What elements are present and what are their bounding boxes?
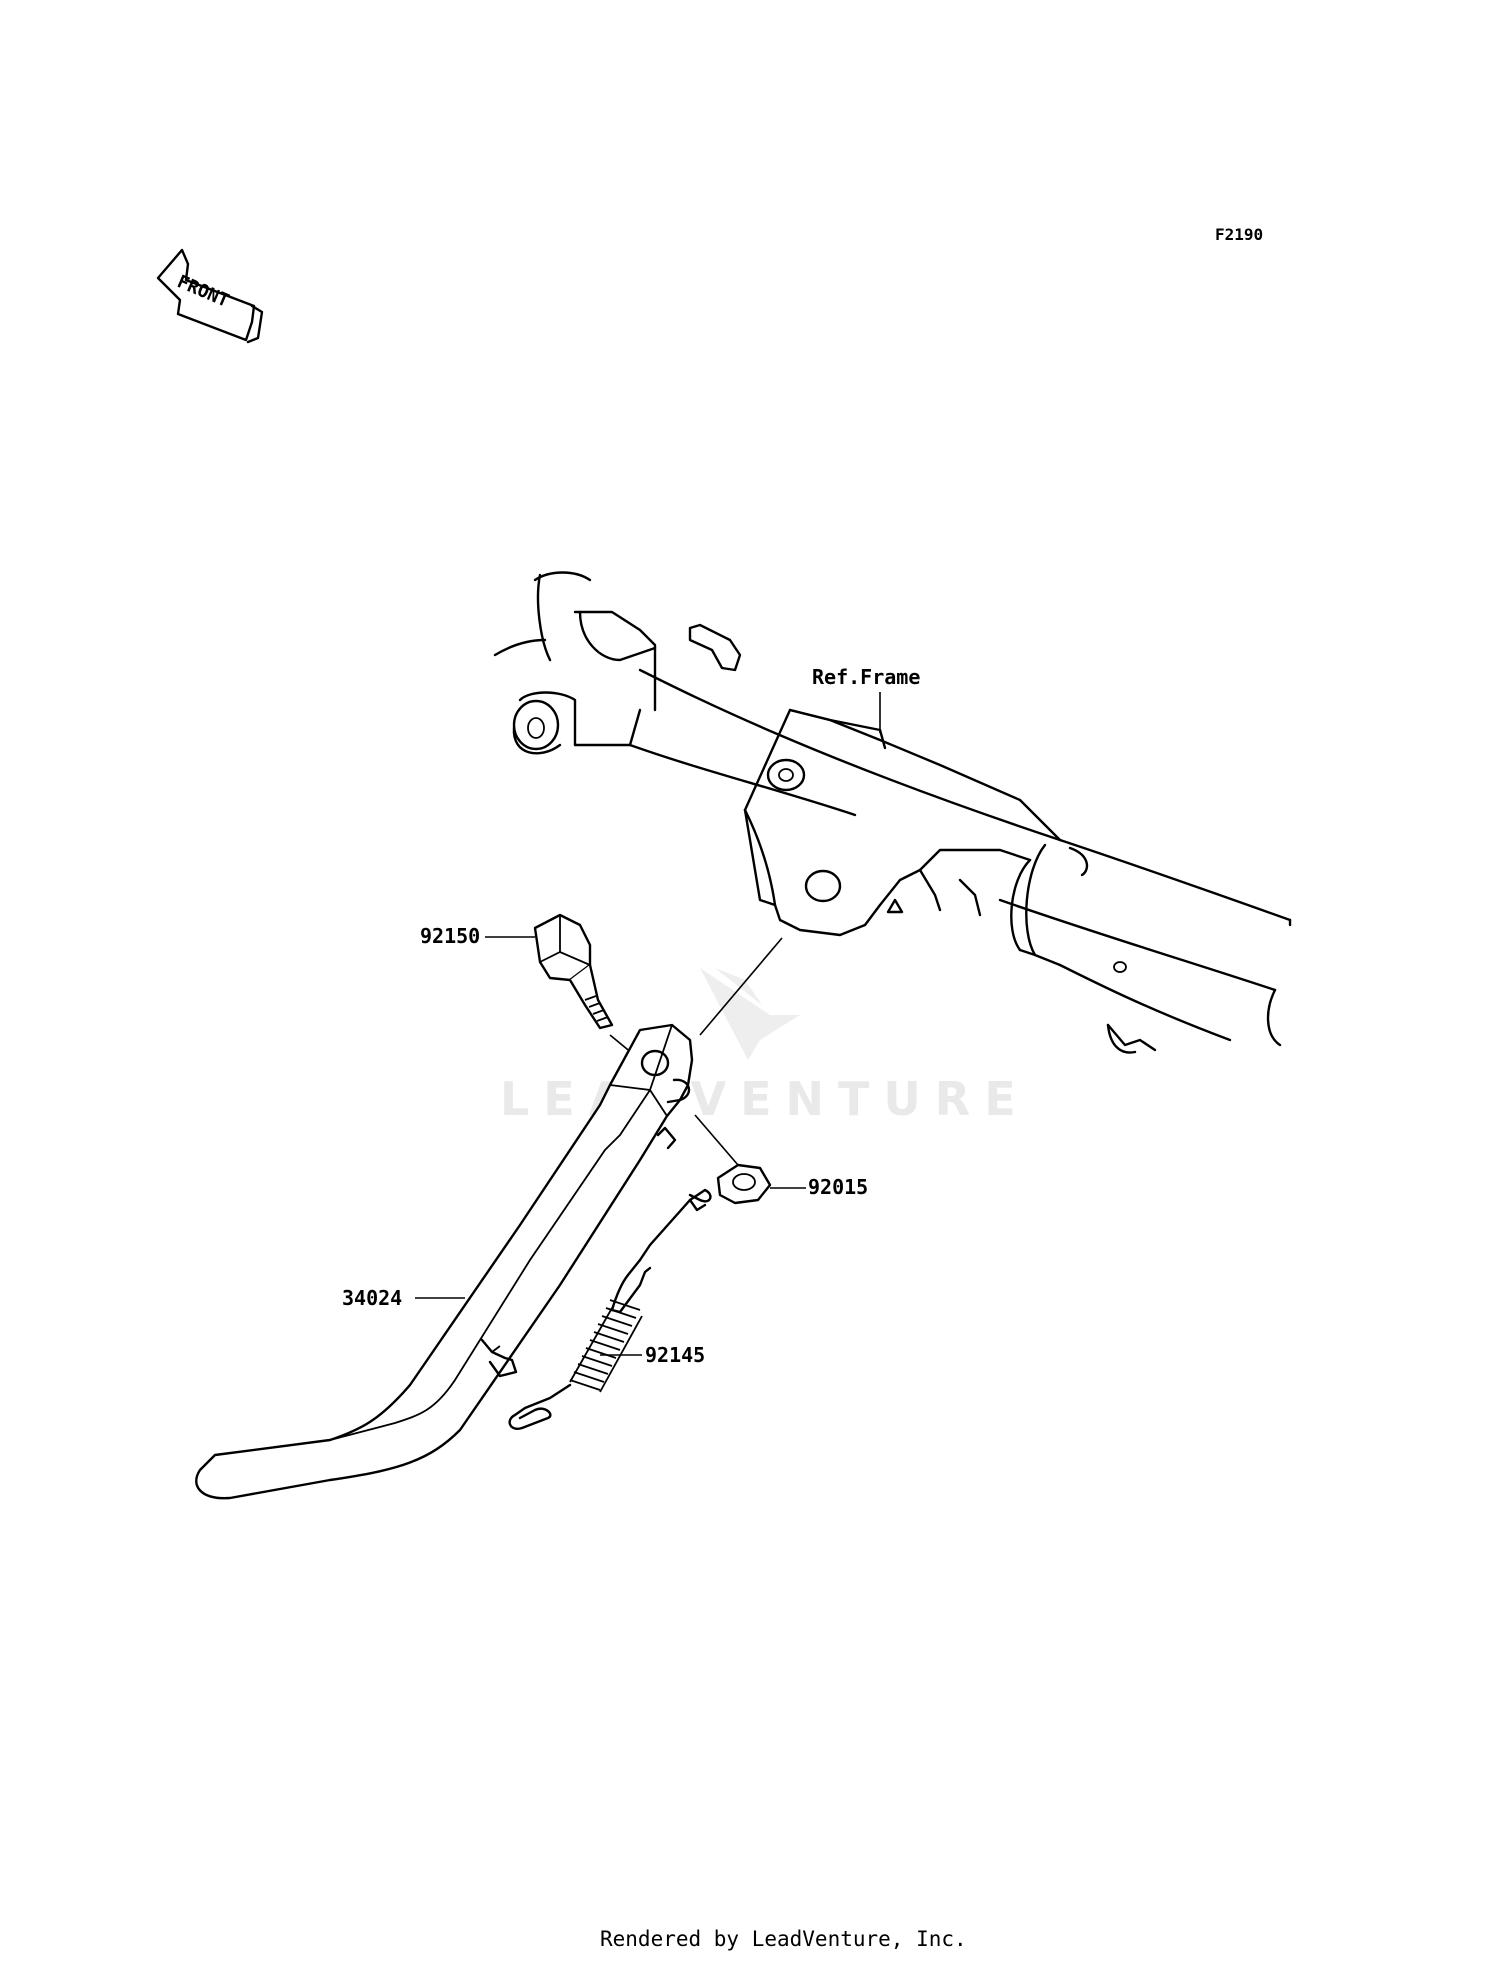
part-34024-side-stand <box>195 1023 694 1500</box>
front-arrow-icon: FRONT <box>156 248 264 344</box>
part-92150-bolt <box>533 913 614 1030</box>
watermark-text: LEADVENTURE <box>500 1072 1030 1126</box>
front-label: FRONT <box>174 271 232 312</box>
part-label-92150: 92150 <box>420 924 480 948</box>
footer-credit: Rendered by LeadVenture, Inc. <box>600 1927 967 1951</box>
part-label-34024: 34024 <box>342 1286 402 1310</box>
diagram-code: F2190 <box>1215 225 1263 244</box>
part-label-92015: 92015 <box>808 1175 868 1199</box>
reference-frame-callout: Ref.Frame <box>812 665 920 733</box>
frame-illustration <box>493 571 1292 1054</box>
reference-frame-label: Ref.Frame <box>812 665 920 689</box>
part-92145-spring <box>508 1188 712 1430</box>
part-label-92145: 92145 <box>645 1343 705 1367</box>
watermark: LEADVENTURE <box>500 968 1030 1126</box>
part-92015-nut <box>716 1163 772 1205</box>
